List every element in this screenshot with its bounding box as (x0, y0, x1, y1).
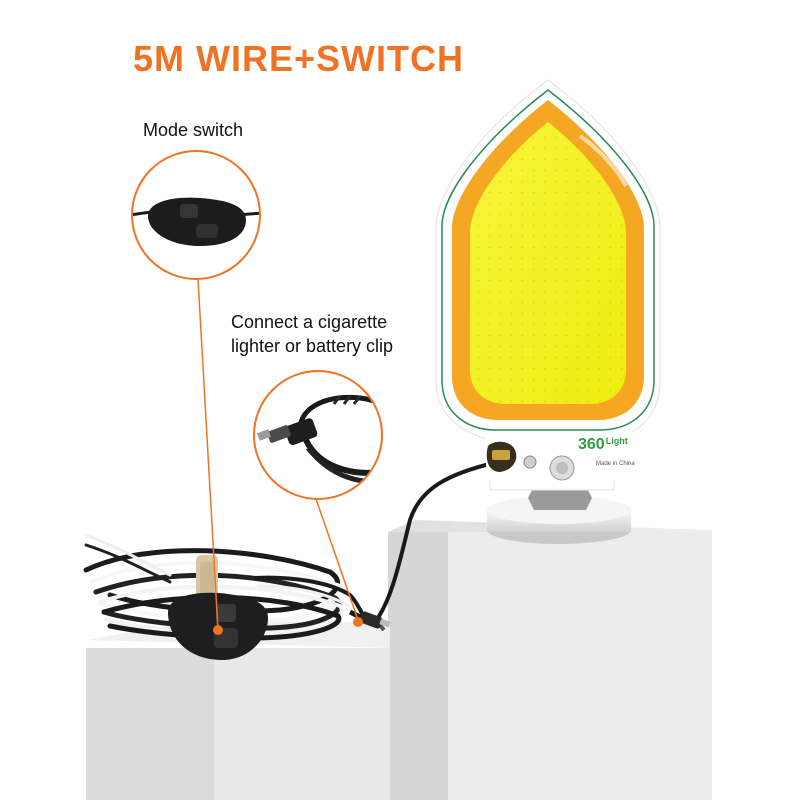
dc-plug (359, 611, 391, 629)
connector-caption-line-2: lighter or battery clip (231, 336, 394, 356)
brand-number: 360 (578, 436, 605, 453)
mode-switch-callout (131, 150, 261, 280)
lamp-label-strip (486, 432, 632, 481)
made-in-label: Made in China (596, 461, 635, 467)
connector-callout (253, 370, 383, 500)
brand-word: Light (605, 436, 628, 446)
leader-endpoints (213, 617, 363, 635)
lamp-panel (435, 79, 661, 491)
product-brand-label: 360Light (578, 436, 628, 454)
mode-switch-caption: Mode switch (143, 120, 244, 140)
left-pedestal (86, 622, 390, 800)
connector-caption-line-1: Connect a cigarette (231, 312, 388, 332)
leader-lines (197, 278, 359, 631)
connector-caption: Connect a cigarette lighter or battery c… (231, 310, 431, 358)
right-pedestal (388, 520, 712, 800)
headline: 5M WIRE+SWITCH (133, 38, 465, 79)
